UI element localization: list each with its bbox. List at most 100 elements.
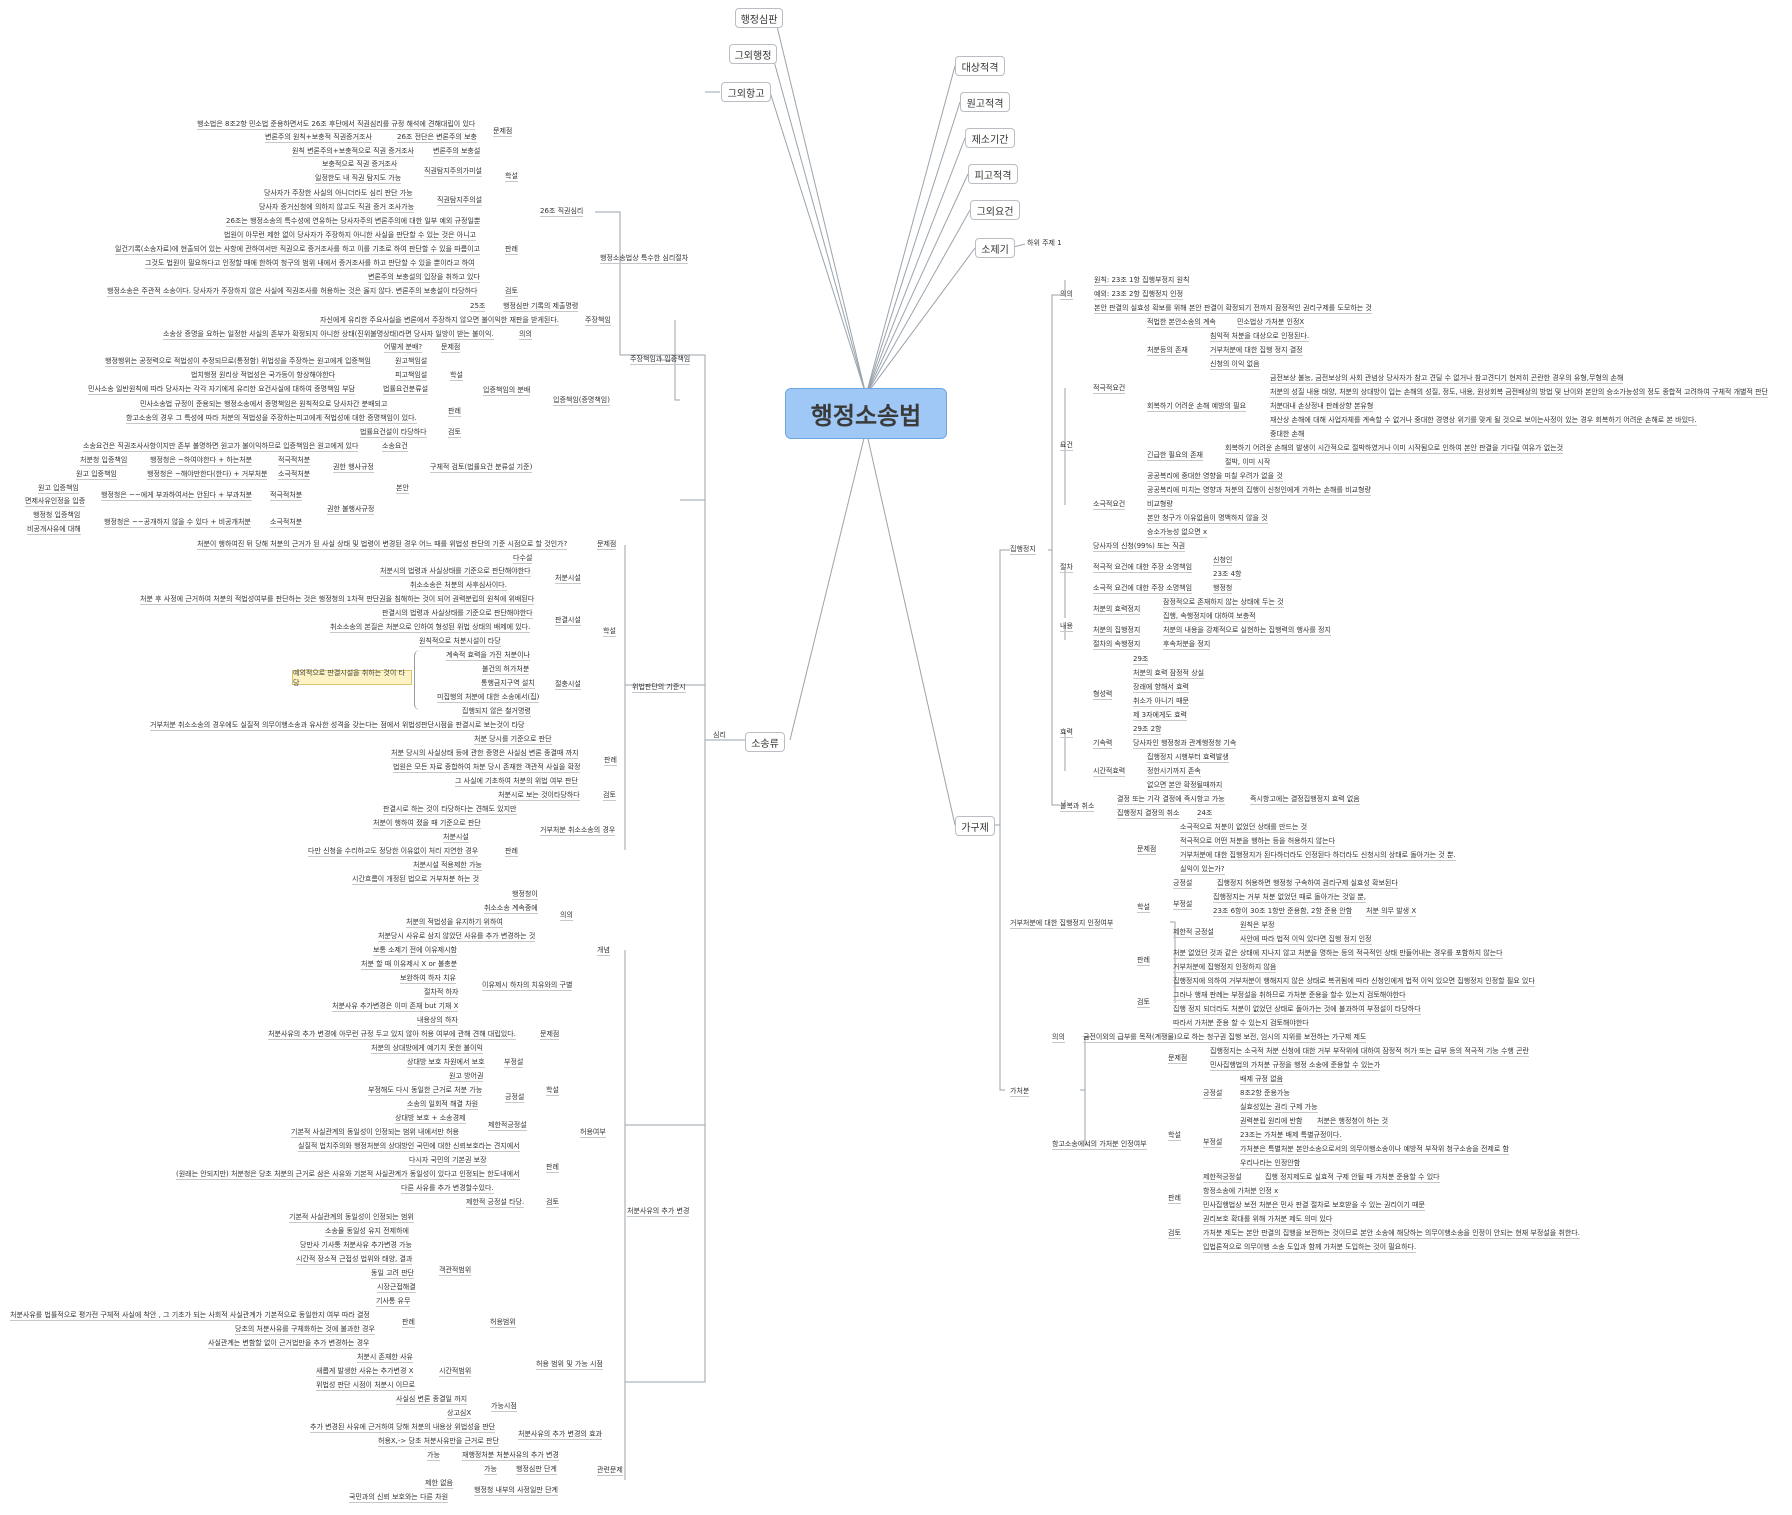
node[interactable]: 자신에게 유리한 주요사실을 변론에서 주장하지 않으면 불이익한 재판을 받게… [320,316,559,326]
node[interactable]: 거부처분에 대한 집행 정지 결정 [1210,346,1303,356]
node[interactable]: 거부처분에 대한 집행정지 인정여부 [1010,919,1114,929]
node[interactable]: 원고 방어권 [449,1072,484,1082]
node[interactable]: 그것도 법원이 필요하다고 인정할 때에 한하여 청구의 범위 내에서 증거조사… [145,259,475,269]
node[interactable]: 행정청 입증책임 [33,511,81,521]
node[interactable]: 권리보호 확대를 위해 가처분 제도 의미 있다 [1203,1215,1333,1225]
node[interactable]: 소극적처분 [278,470,311,480]
node[interactable]: 공공복리에 미치는 영향과 처분의 집행이 신청인에게 가하는 손해를 비교형량 [1147,486,1371,496]
branch-sojegi[interactable]: 소제기 [975,238,1015,258]
node[interactable]: 처분의 상대방에게 예기치 못한 불이익 [371,1044,483,1054]
node[interactable]: 행정심판 기록의 제출명령 [503,302,579,312]
node[interactable]: 문제점 [540,1030,560,1040]
node[interactable]: 소송의 일회적 해결 차원 [407,1100,479,1110]
node[interactable]: 집행 정지제도로 실효적 구제 안될 때 가처분 준용할 수 있다 [1265,1173,1440,1183]
node[interactable]: 비교형량 [1147,500,1173,510]
node[interactable]: 권한 행사규정 [333,463,374,473]
node[interactable]: 판례 [402,1318,415,1328]
node[interactable]: 처분사유를 법률적으로 평가전 구체적 사실에 착안 , 그 기초가 되는 사회… [10,1311,370,1321]
node[interactable]: 24조 [1197,809,1213,819]
node[interactable]: 당사자의 신청(99%) 또는 직권 [1093,542,1186,552]
node[interactable]: 통행금지구역 설치 [481,679,535,689]
node[interactable]: 구체적 검토(법률요건 분류설 기준) [430,463,533,473]
node[interactable]: 형성력 [1093,690,1113,700]
branch-sosongryu[interactable]: 소송류 [745,732,785,752]
node[interactable]: 관련문제 [597,1466,623,1476]
node[interactable]: 변론주의 원칙+보충적 직권증거조사 [265,133,372,143]
node[interactable]: 집행정지 [1010,545,1036,555]
node[interactable]: 당사자인 행정청과 관계행정청 기속 [1133,739,1237,749]
node[interactable]: 거부처분에 대한 집행정지가 된다하더라도 인정된다 하더라도 신청시의 상태로… [1180,851,1456,861]
node[interactable]: 긴급한 필요의 존재 [1147,451,1203,461]
node[interactable]: 집행되지 않은 철거명령 [462,707,531,717]
node[interactable]: 원고 입증책임 [76,470,117,480]
node[interactable]: 민사소송 일반원칙에 따라 당사자는 각각 자기에게 유리한 요건사실에 대하여… [88,385,355,395]
node[interactable]: 직권탐지주의가미설 [424,167,482,177]
node[interactable]: 처분의 효력정지 [1093,605,1141,615]
node[interactable]: 없으면 본안 확정될때까지 [1147,781,1223,791]
node[interactable]: 처분사유의 추가 변경의 효과 [518,1430,602,1440]
node[interactable]: 적극적 요건에 대한 주장 소명책임 [1093,563,1193,573]
node[interactable]: 판결시설 [555,616,581,626]
node[interactable]: 신청인 [1213,556,1233,566]
node[interactable]: 원고 입증책임 [38,484,79,494]
node[interactable]: 입증책임의 분배 [483,386,531,396]
central-topic[interactable]: 행정소송법 [785,388,947,439]
node[interactable]: 처분사유의 추가 변경에 아무런 규정 두고 있지 않아 허용 여부에 관해 견… [268,1030,516,1040]
node[interactable]: 29조 2항 [1133,725,1162,735]
node[interactable]: 소송상 증명을 요하는 일정한 사실의 존부가 확정되지 아니한 상태(진위불명… [163,330,494,340]
node[interactable]: 취소소송은 처분의 사후심사이다. [410,581,507,591]
node[interactable]: 의의 [1060,290,1073,300]
node[interactable]: 원칙은 부정 [1240,921,1275,931]
node[interactable]: 처분사유의 추가 변경 [627,1207,690,1217]
node[interactable]: 기사통 유무 [376,1297,411,1307]
node[interactable]: 실효성있는 권리 구제 가능 [1240,1103,1318,1113]
node[interactable]: 처분대내 손상정내 판례상향 본유형 [1270,402,1374,412]
node[interactable]: 추가 변경된 사유에 근거하여 당해 처분의 내용상 위법성을 판단 [310,1423,496,1433]
branch-geuoehanggo[interactable]: 그외항고 [721,82,771,102]
node[interactable]: 당초의 처분사유를 구체화하는 것에 불과한 경우 [235,1325,375,1335]
node[interactable]: 긍정설 [505,1093,525,1103]
node[interactable]: 소송물 동일성 유지 전제하에 [325,1227,409,1237]
node[interactable]: 가능시점 [491,1402,517,1412]
node[interactable]: 보완하여 하자 치유 [400,974,456,984]
node[interactable]: 부정해도 다시 동일한 근거로 처분 가능 [368,1086,483,1096]
node[interactable]: 침익적 처분을 대상으로 인정된다. [1210,332,1310,342]
node[interactable]: 면제사유인정을 입증 [25,497,86,507]
node[interactable]: 보충적으로 직권 증거조사 [322,160,398,170]
node[interactable]: 처분이 행하여진 뒤 당해 처분의 근거가 된 사실 상태 및 법령이 변경된 … [197,540,568,550]
node[interactable]: 의의 [1052,1033,1065,1043]
node[interactable]: 객관적범위 [439,1266,472,1276]
node[interactable]: 가능 [427,1451,440,1461]
node[interactable]: 처분시설 [555,574,581,584]
node[interactable]: 결정 또는 기각 결정에 즉시항고 가능 [1117,795,1225,805]
node[interactable]: 권한 불행사규정 [327,505,375,515]
node[interactable]: 사실관계는 변함할 없이 근거법만을 추가 변경하는 경우 [208,1339,370,1349]
node[interactable]: 허용X,-> 당초 처분사유만을 근거로 판단 [378,1437,499,1447]
node[interactable]: 판례 [505,245,518,255]
node[interactable]: 집행, 속행정지에 대하여 보충적 [1163,612,1256,622]
node[interactable]: 행정행위는 공정력으로 적법성이 추정되므로(통정함) 위법성을 주장하는 원고… [105,357,371,367]
branch-wongojeokgyeok[interactable]: 원고적격 [960,92,1010,112]
node[interactable]: 위법판단의 기준시 [632,683,686,693]
node[interactable]: 재산상 손해에 대해 사업자체를 계속할 수 없거나 중대한 경영상 위기를 맞… [1270,416,1697,426]
node[interactable]: 직권탐지주의설 [437,196,483,206]
node[interactable]: 적극적으로 어떤 처분을 행하는 등을 허용하지 않는다 [1180,837,1336,847]
node[interactable]: 항정소송에 가처분 인정 x [1203,1187,1279,1197]
node[interactable]: 처분시의 법령과 사실상태를 기준으로 판단해야한다 [380,567,531,577]
node[interactable]: 그러나 행재 판례는 부정설을 취하므로 가처분 준용을 할수 있는지 검토해야… [1173,991,1406,1001]
node[interactable]: 적법한 본안소송의 계속 [1147,318,1216,328]
node[interactable]: 주장책임 [585,316,611,326]
node[interactable]: 따라서 가처분 준용 할 수 있는지 검토해야한다 [1173,1019,1309,1029]
branch-geuoehaengjeong[interactable]: 그외행정 [729,44,777,64]
node[interactable]: 기본적 사실관계의 동일성이 인정되는 범위 내에서만 허용 [291,1128,459,1138]
node[interactable]: 민사소송법 규정이 준용되는 행정소송에서 증명책임은 원칙적으로 당사자간 분… [140,400,388,410]
node[interactable]: 학설 [450,371,463,381]
node[interactable]: 민사집행법상 보전 처분은 민사 판결 절차로 보호받을 수 있는 권리이기 때… [1203,1201,1425,1211]
node[interactable]: 불건의 허가처분 [482,665,530,675]
node[interactable]: 처분청 입증책임 [80,456,128,466]
node[interactable]: 판례 [546,1163,559,1173]
node[interactable]: 보통 소제기 전에 이유제시함 [373,946,457,956]
node[interactable]: 취소가 아니기 때문 [1133,697,1189,707]
node[interactable]: 원칙 변론주의+보충적으로 직권 증거조사 [292,147,415,157]
node[interactable]: 즉시항고에는 결정집행정지 효력 없음 [1250,795,1360,805]
